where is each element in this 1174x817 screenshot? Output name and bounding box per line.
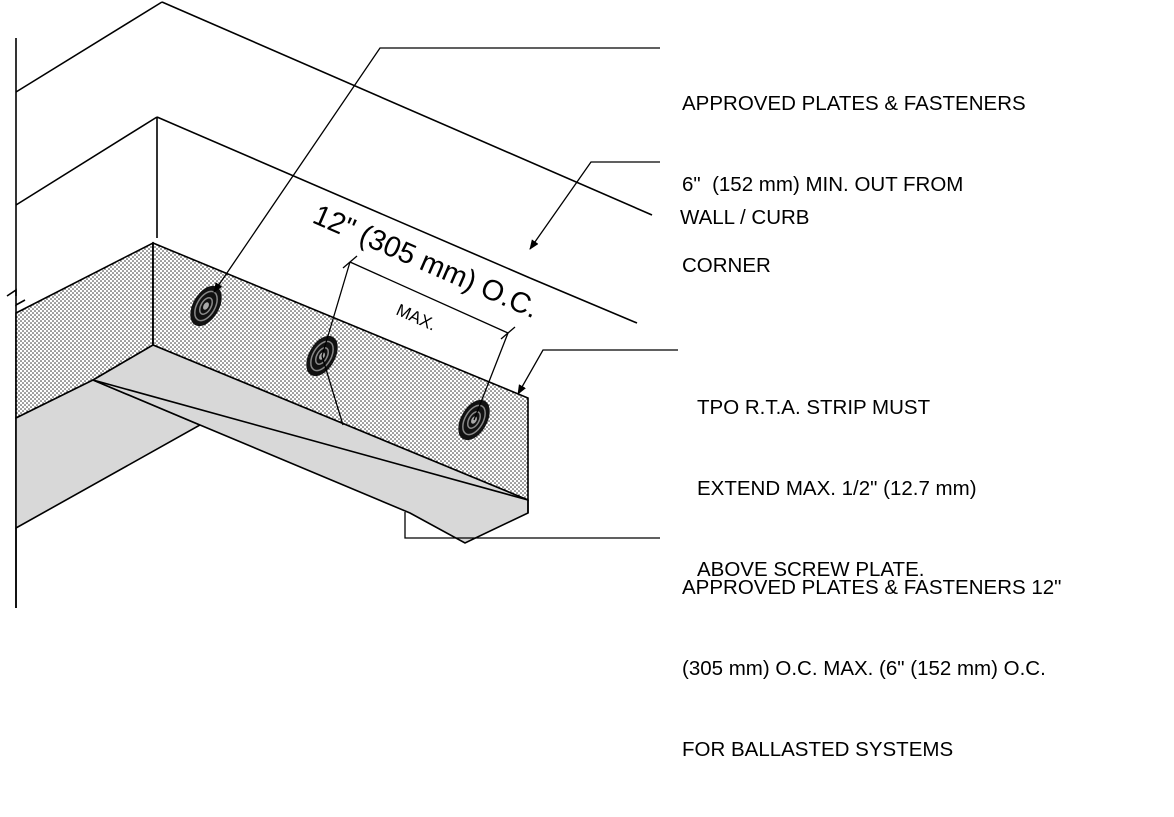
leader-lines [213,47,678,539]
callout-line: ABOVE SCREW PLATE. [697,558,925,581]
callout-plates-spacing: APPROVED PLATES & FASTENERS 12" (305 mm)… [682,520,1061,817]
dimension-lines [321,255,516,426]
callout-line: 6" (152 mm) MIN. OUT FROM [682,173,964,196]
callout-line: TPO R.T.A. STRIP MUST [697,396,931,419]
callout-tpo-strip: TPO R.T.A. STRIP MUST EXTEND MAX. 1/2" (… [697,340,977,637]
callout-line: CORNER [682,254,771,277]
callout-line: WALL / CURB [680,206,810,229]
callout-plates-min-from-corner: APPROVED PLATES & FASTENERS 6" (152 mm) … [682,36,1026,333]
callout-line: EXTEND MAX. 1/2" (12.7 mm) [697,477,977,500]
callout-wall-curb: WALL / CURB [680,150,809,285]
wall-curb-outline [15,1,653,324]
membrane-sheet-right [91,344,529,544]
membrane-edge-lines [15,379,529,608]
callout-line: APPROVED PLATES & FASTENERS 12" [682,576,1062,599]
callout-line: APPROVED PLATES & FASTENERS [682,92,1026,115]
fastener-plate [190,285,222,327]
callout-line: (305 mm) O.C. MAX. (6" (152 mm) O.C. [682,657,1046,680]
spacing-dimension-label: 12" (305 mm) O.C. [308,199,543,325]
callout-line: FOR BALLASTED SYSTEMS [682,738,954,761]
drawing-canvas: 12" (305 mm) O.C. MAX. [6,1,678,608]
max-label: MAX. [393,300,439,334]
detail-drawing: 12" (305 mm) O.C. MAX. APPROVED PLATES &… [6,1,1061,761]
